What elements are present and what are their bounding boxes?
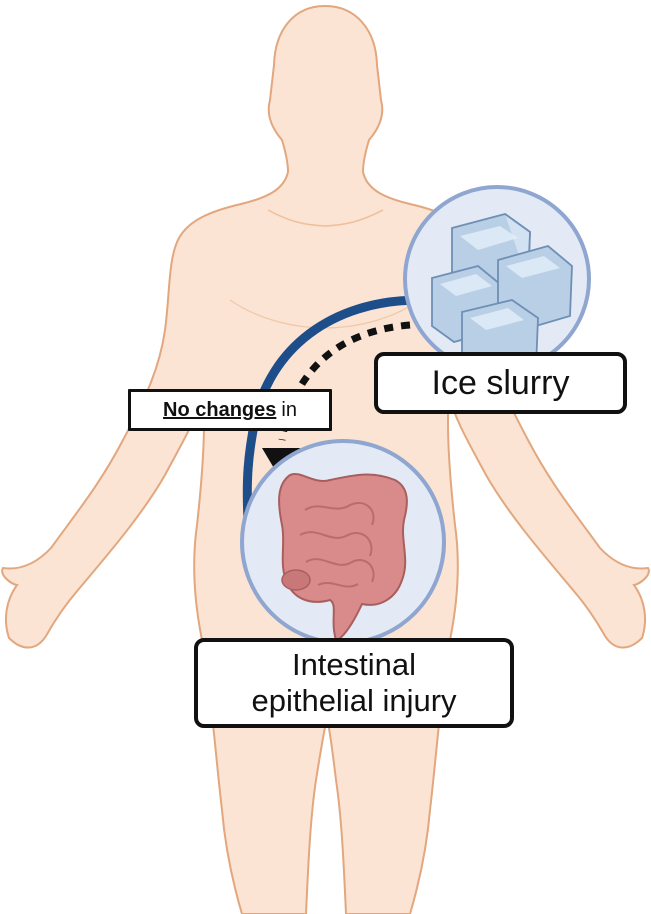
ice-slurry-text: Ice slurry <box>432 364 570 403</box>
no-changes-in-text: in <box>281 399 297 422</box>
intestines-icon <box>242 441 444 643</box>
intestinal-injury-label: Intestinal epithelial injury <box>194 638 514 728</box>
no-changes-text: No changes <box>163 399 276 422</box>
ice-slurry-label: Ice slurry <box>374 352 627 414</box>
injury-line-1: Intestinal <box>292 647 416 683</box>
injury-line-2: epithelial injury <box>251 683 456 719</box>
no-changes-label: No changes in <box>128 389 332 431</box>
